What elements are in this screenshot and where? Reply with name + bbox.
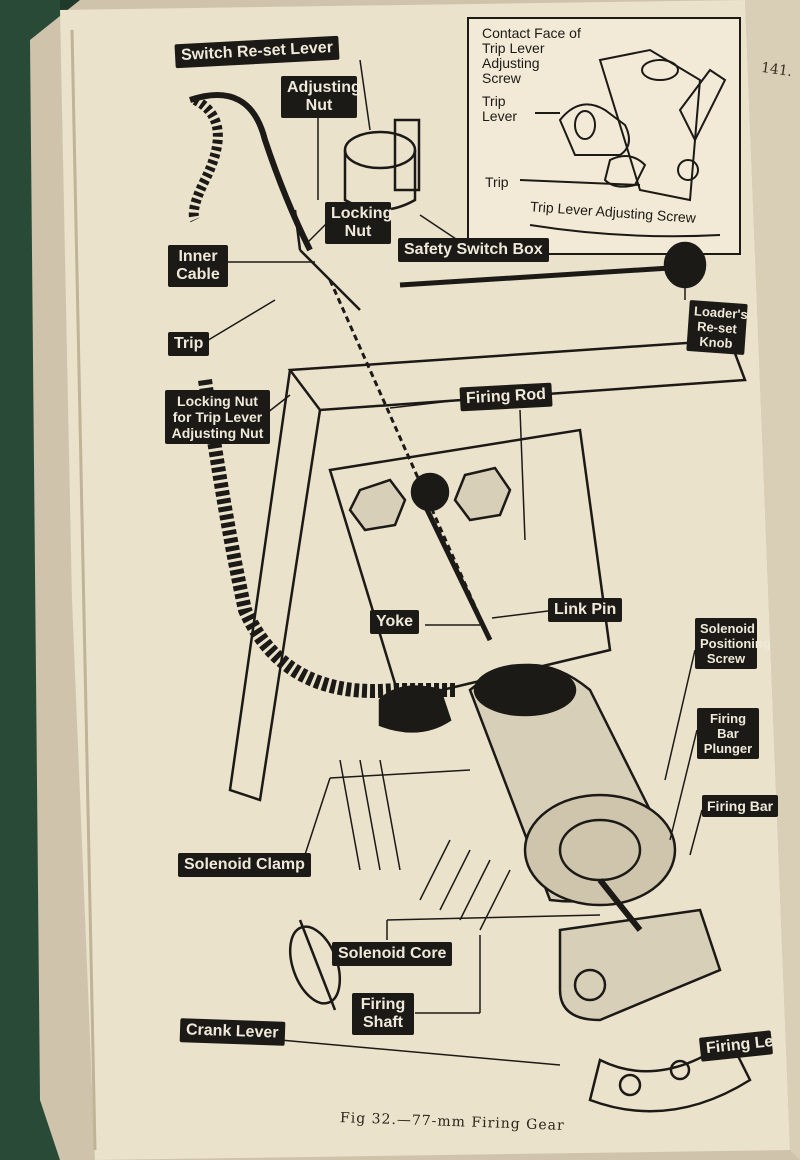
inset-trip-lever-label: Trip Lever — [482, 93, 518, 124]
label-firing-bar: Firing Bar — [702, 795, 779, 817]
firing-gear-drawing — [188, 92, 752, 1113]
label-safety-switch-box: Safety Switch Box — [398, 238, 549, 262]
label-link-pin: Link Pin — [548, 598, 623, 622]
inset-trip-label: Trip — [485, 174, 509, 190]
label-locking-nut: Locking Nut — [325, 202, 392, 244]
label-crank-lever: Crank Lever — [179, 1018, 285, 1046]
label-firing-bar-plunger: Firing Bar Plunger — [697, 708, 759, 759]
label-yoke: Yoke — [370, 610, 420, 634]
label-solenoid-positioning-screw: Solenoid Positioning Screw — [695, 618, 771, 669]
inset-detail — [467, 17, 741, 255]
label-solenoid-clamp: Solenoid Clamp — [178, 853, 311, 877]
label-firing-rod: Firing Rod — [459, 382, 553, 412]
label-solenoid-core: Solenoid Core — [332, 942, 453, 966]
label-locking-nut-trip-lever: Locking Nut for Trip Lever Adjusting Nut — [165, 390, 270, 444]
label-firing-shaft: Firing Shaft — [352, 993, 414, 1035]
leader-lines — [199, 59, 703, 1066]
label-inner-cable: Inner Cable — [168, 245, 228, 287]
label-adjusting-nut: Adjusting Nut — [281, 76, 361, 118]
label-loaders-reset-knob: Loader's Re-set Knob — [686, 300, 748, 355]
inset-contact-face-label: Contact Face of Trip Lever Adjusting Scr… — [482, 25, 581, 86]
label-trip: Trip — [168, 332, 210, 356]
